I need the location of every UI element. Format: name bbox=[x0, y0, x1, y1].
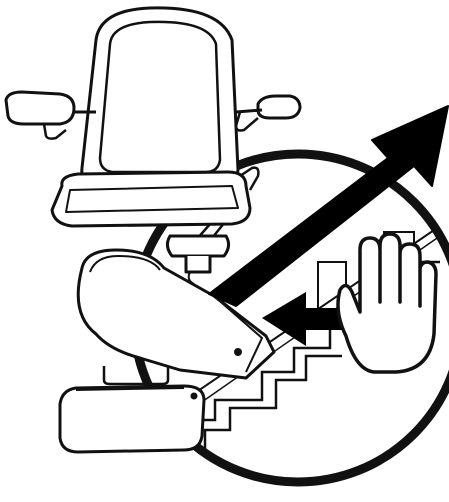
illustration-canvas bbox=[0, 0, 449, 502]
stairlift-illustration bbox=[0, 0, 449, 502]
